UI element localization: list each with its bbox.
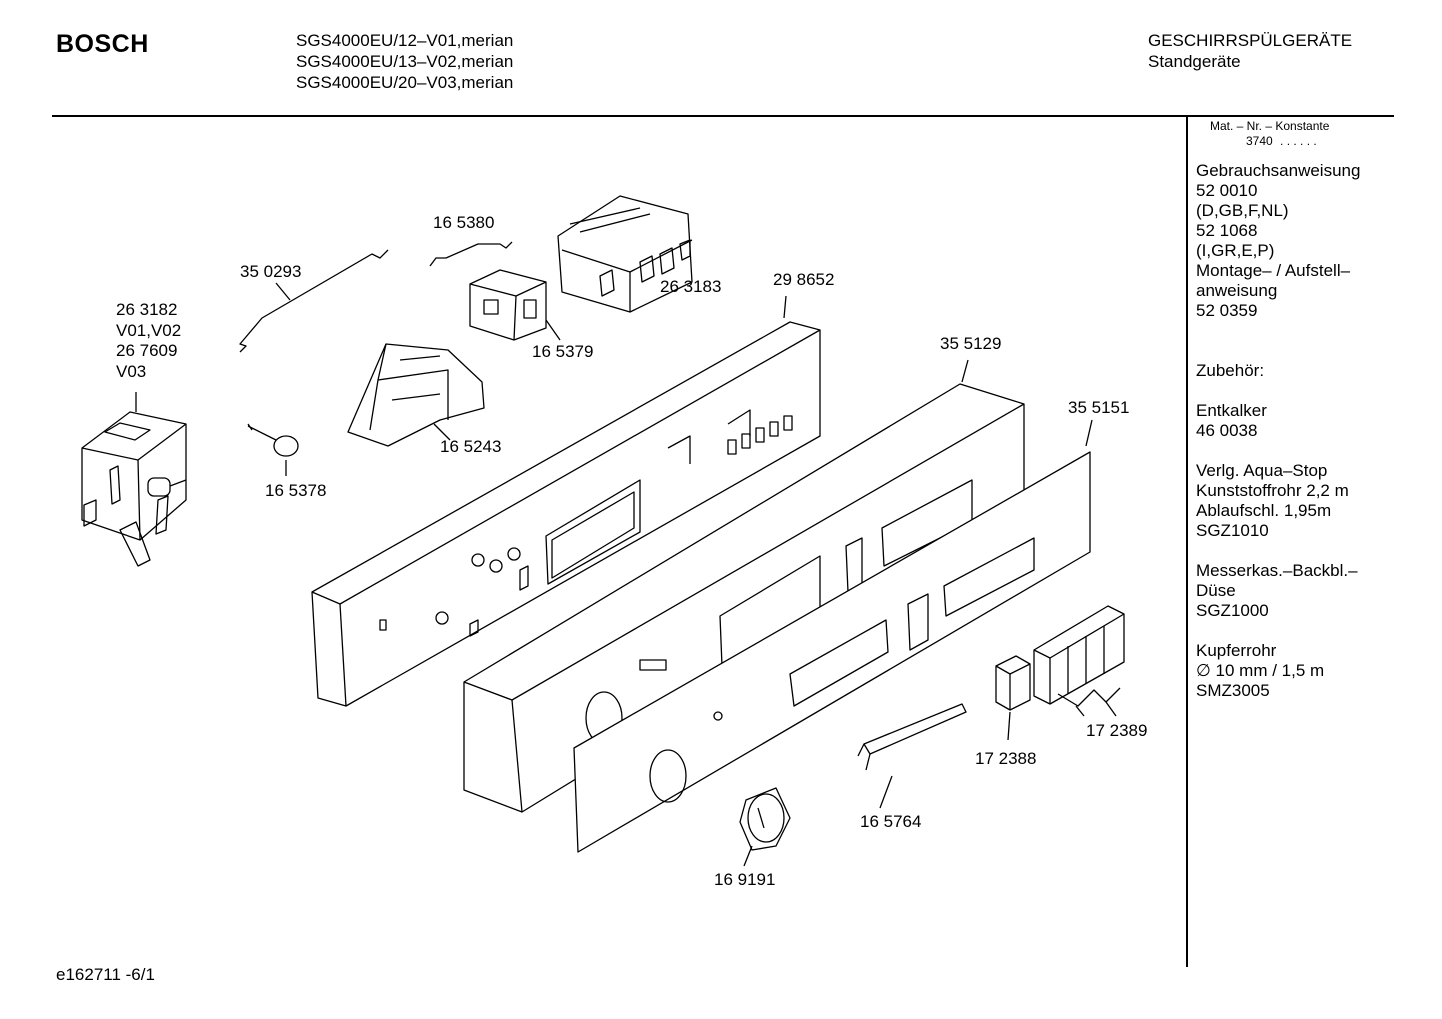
part-label-165380: 16 5380: [433, 213, 495, 232]
part-label-165378: 16 5378: [265, 481, 327, 500]
rear-panel-part: [311, 321, 821, 707]
part-label-355151: 35 5151: [1068, 398, 1130, 417]
part-variant: V01,V02: [116, 320, 182, 340]
part-label-355129: 35 5129: [940, 334, 1002, 353]
leader-line: [1075, 705, 1085, 717]
part-label-165243: 16 5243: [440, 437, 502, 456]
accessory-line: SMZ3005: [1196, 681, 1270, 700]
accessory-line: Ablaufschl. 1,95m: [1196, 501, 1332, 520]
accessory-line: 52 1068: [1196, 221, 1258, 240]
accessory-line: ∅ 10 mm / 1,5 m: [1196, 661, 1325, 680]
leader-line: [1085, 419, 1093, 447]
part-label-350293: 35 0293: [240, 262, 302, 281]
accessory-line: Düse: [1196, 581, 1236, 600]
accessory-line: anweisung: [1196, 281, 1278, 300]
accessory-line: Montage– / Aufstell–: [1196, 261, 1351, 280]
accessory-line: (D,GB,F,NL): [1196, 201, 1289, 220]
leader-line: [1057, 687, 1121, 707]
indicator-part: [247, 423, 299, 457]
material-number: 3740: [1246, 134, 1273, 148]
category-line: Standgeräte: [1148, 52, 1241, 71]
accessory-line: Zubehör:: [1196, 361, 1265, 380]
part-label-263183: 26 3183: [660, 277, 722, 296]
accessory-line: (I,GR,E,P): [1196, 241, 1275, 260]
accessory-line: Kupferrohr: [1196, 641, 1277, 660]
accessory-line: 46 0038: [1196, 421, 1258, 440]
model-line: SGS4000EU/12–V01,merian: [296, 31, 514, 50]
leader-line: [433, 423, 451, 441]
leader-line: [1105, 701, 1117, 717]
model-line: SGS4000EU/13–V02,merian: [296, 52, 514, 71]
document-id: e162711 -6/1: [56, 965, 155, 984]
material-number-block: Mat. – Nr. – Konstante 3740 . . . . . .: [1210, 119, 1329, 149]
material-number-value: 3740 . . . . . .: [1210, 134, 1329, 149]
part-number: 26 3182: [116, 300, 178, 319]
leader-line: [275, 282, 291, 301]
model-list: SGS4000EU/12–V01,merian SGS4000EU/13–V02…: [296, 30, 513, 93]
material-number-dots: . . . . . .: [1280, 134, 1317, 148]
part-label-165764: 16 5764: [860, 812, 922, 831]
accessory-line: 52 0359: [1196, 301, 1258, 320]
part-label-169191: 16 9191: [714, 870, 776, 889]
strip-part: [857, 703, 967, 771]
switch-block-part: [557, 195, 693, 313]
fascia-panel-part: [573, 451, 1091, 853]
sidebar-divider: [1186, 115, 1188, 967]
accessory-line: Gebrauchsanweisung: [1196, 161, 1361, 180]
bracket-part: [347, 343, 485, 447]
leader-line: [743, 845, 753, 867]
model-line: SGS4000EU/20–V03,merian: [296, 73, 514, 92]
wire-part: [429, 241, 513, 267]
single-button-part: [995, 655, 1031, 711]
part-label-172389: 17 2389: [1086, 721, 1148, 740]
category-title: GESCHIRRSPÜLGERÄTE Standgeräte: [1148, 30, 1352, 72]
brand-logo: BOSCH: [56, 30, 149, 58]
part-label-172388: 17 2388: [975, 749, 1037, 768]
button-set-part: [1033, 605, 1125, 705]
part-variant: V03: [116, 361, 147, 381]
knob-part: [739, 787, 791, 851]
leader-line: [783, 295, 787, 319]
accessory-line: Entkalker: [1196, 401, 1267, 420]
accessory-line: 52 0010: [1196, 181, 1258, 200]
leader-line: [879, 775, 893, 809]
leader-line: [545, 319, 561, 341]
accessory-line: Verlg. Aqua–Stop: [1196, 461, 1328, 480]
part-label-298652: 29 8652: [773, 270, 835, 289]
control-module-part: [81, 411, 187, 567]
part-label-165379: 16 5379: [532, 342, 594, 361]
accessory-line: SGZ1000: [1196, 601, 1269, 620]
accessory-line: Kunststoffrohr 2,2 m: [1196, 481, 1349, 500]
wire-part: [239, 249, 389, 353]
header-divider: [52, 115, 1394, 117]
accessory-line: Messerkas.–Backbl.–: [1196, 561, 1358, 580]
part-label-263182: 26 3182 V01,V02 26 7609 V03: [116, 300, 181, 382]
material-number-label: Mat. – Nr. – Konstante: [1210, 119, 1330, 133]
relay-part: [469, 269, 547, 341]
category-line: GESCHIRRSPÜLGERÄTE: [1148, 31, 1353, 50]
accessory-line: SGZ1010: [1196, 521, 1269, 540]
part-number: 26 7609: [116, 341, 178, 360]
leader-line: [1007, 711, 1011, 741]
leader-line: [961, 359, 969, 383]
